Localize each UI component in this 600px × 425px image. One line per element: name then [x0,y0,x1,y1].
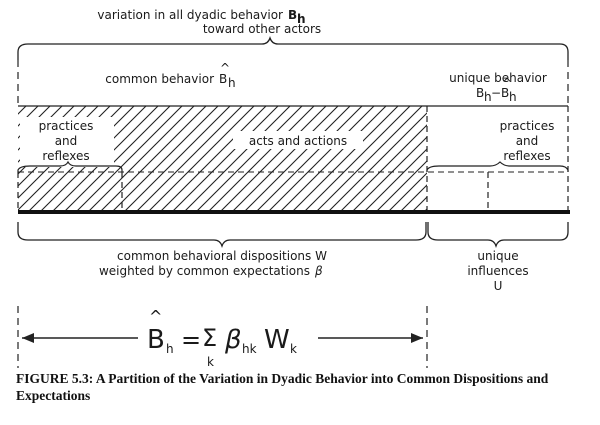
practices-left-box [20,117,114,167]
unique-expr-a: B [476,86,484,100]
bottom-left-line1: common behavioral dispositions W [117,249,327,263]
bottom-left-brace [17,222,427,249]
common-behavior-sub: h [228,76,236,90]
common-behavior-hat: ^ [220,61,230,75]
unique-expr-a-sub: h [484,90,492,104]
top-brace-symbol-sub: h [297,12,306,26]
formula-lhs-hat: ^ [149,307,162,326]
bottom-right-line3: U [494,279,503,293]
practices-left-line1: practices [39,119,94,133]
practices-left-line2: and [55,134,78,148]
practices-right-line2: and [516,134,539,148]
figure-caption: FIGURE 5.3: A Partition of the Variation… [16,371,549,403]
top-brace [17,35,569,60]
unique-behavior-label: unique behavior [449,71,547,85]
formula-arrow-left-head [22,333,34,343]
practices-right-line3: reflexes [503,149,550,163]
bottom-left-line2: weighted by common expectations [99,264,310,278]
top-brace-label-line2: toward other actors [203,22,321,36]
formula-w: W [264,325,290,355]
common-behavior-symbol: B [219,72,227,86]
common-behavior-label: common behavior [105,72,214,86]
bottom-right-brace [427,222,569,249]
unique-minus: − [491,86,501,100]
formula-sum: Σ [202,324,217,352]
formula-lhs: B [147,325,165,355]
formula-beta: β [224,325,242,355]
formula-sum-sub: k [207,355,214,369]
formula-equals: = [181,326,201,354]
practices-right-brace [426,161,569,172]
bottom-right-line2: influences [467,264,528,278]
top-brace-symbol: B [288,8,297,22]
unique-expr-b-sub: h [509,90,517,104]
formula-beta-sub: hk [242,342,257,356]
bottom-right-line1: unique [477,249,518,263]
formula-lhs-sub: h [166,342,174,356]
top-brace-label-line1: variation in all dyadic behavior [97,8,283,22]
formula-arrow-right-head [411,333,423,343]
unique-expr-b-hat: ^ [502,76,512,90]
acts-box [233,131,363,149]
unique-expr-b: B [501,86,509,100]
formula-w-sub: k [290,342,297,356]
bottom-left-beta: β [314,264,323,278]
acts-label: acts and actions [249,134,347,148]
practices-left-brace [17,160,123,172]
practices-right-line1: practices [500,119,555,133]
practices-left-line3: reflexes [42,149,89,163]
